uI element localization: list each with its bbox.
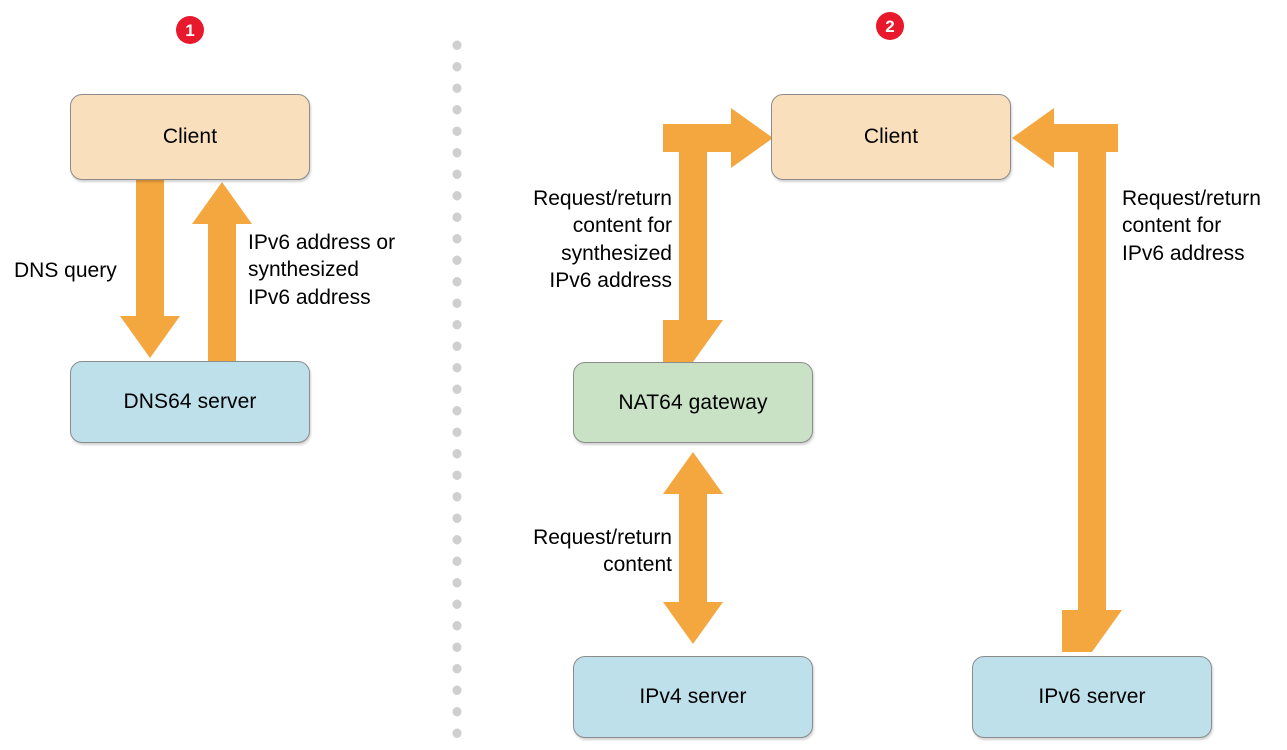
node-ipv6-server[interactable]: IPv6 server — [972, 656, 1212, 738]
step-badge-number: 2 — [885, 16, 895, 36]
node-label: IPv4 server — [639, 685, 747, 708]
node-label: DNS64 server — [123, 390, 257, 413]
step-badge-number: 1 — [185, 20, 195, 40]
node-dns64-server[interactable]: DNS64 server — [70, 361, 310, 443]
step-badge-1: 1 — [176, 16, 204, 44]
node-client-left[interactable]: Client — [70, 94, 310, 180]
step-badge-2: 2 — [876, 12, 904, 40]
node-label: NAT64 gateway — [618, 390, 768, 414]
edge-label-ipv6-address-or-synthesized: IPv6 address or synthesized IPv6 address — [248, 231, 396, 309]
arrow-client-to-dns64 — [120, 180, 180, 358]
arrow-nat64-ipv4-bidirectional — [663, 452, 723, 644]
node-label: Client — [863, 125, 919, 148]
arrow-client-ipv6-bidirectional — [1012, 108, 1122, 652]
node-label: Client — [162, 125, 218, 148]
edge-label-content-for-ipv6-address: Request/return content for IPv6 address — [1122, 187, 1261, 265]
node-client-right[interactable]: Client — [771, 94, 1011, 180]
node-nat64-gateway[interactable]: NAT64 gateway — [573, 362, 813, 443]
edge-label-request-return-content: Request/return content — [533, 526, 672, 577]
arrow-client-nat64-bidirectional — [663, 108, 773, 362]
node-ipv4-server[interactable]: IPv4 server — [573, 656, 813, 738]
edge-label-content-for-synthesized-ipv6: Request/return content for synthesized I… — [533, 187, 672, 292]
arrow-dns64-to-client — [192, 182, 252, 361]
edge-label-dns-query: DNS query — [14, 259, 117, 282]
node-label: IPv6 server — [1038, 685, 1146, 708]
